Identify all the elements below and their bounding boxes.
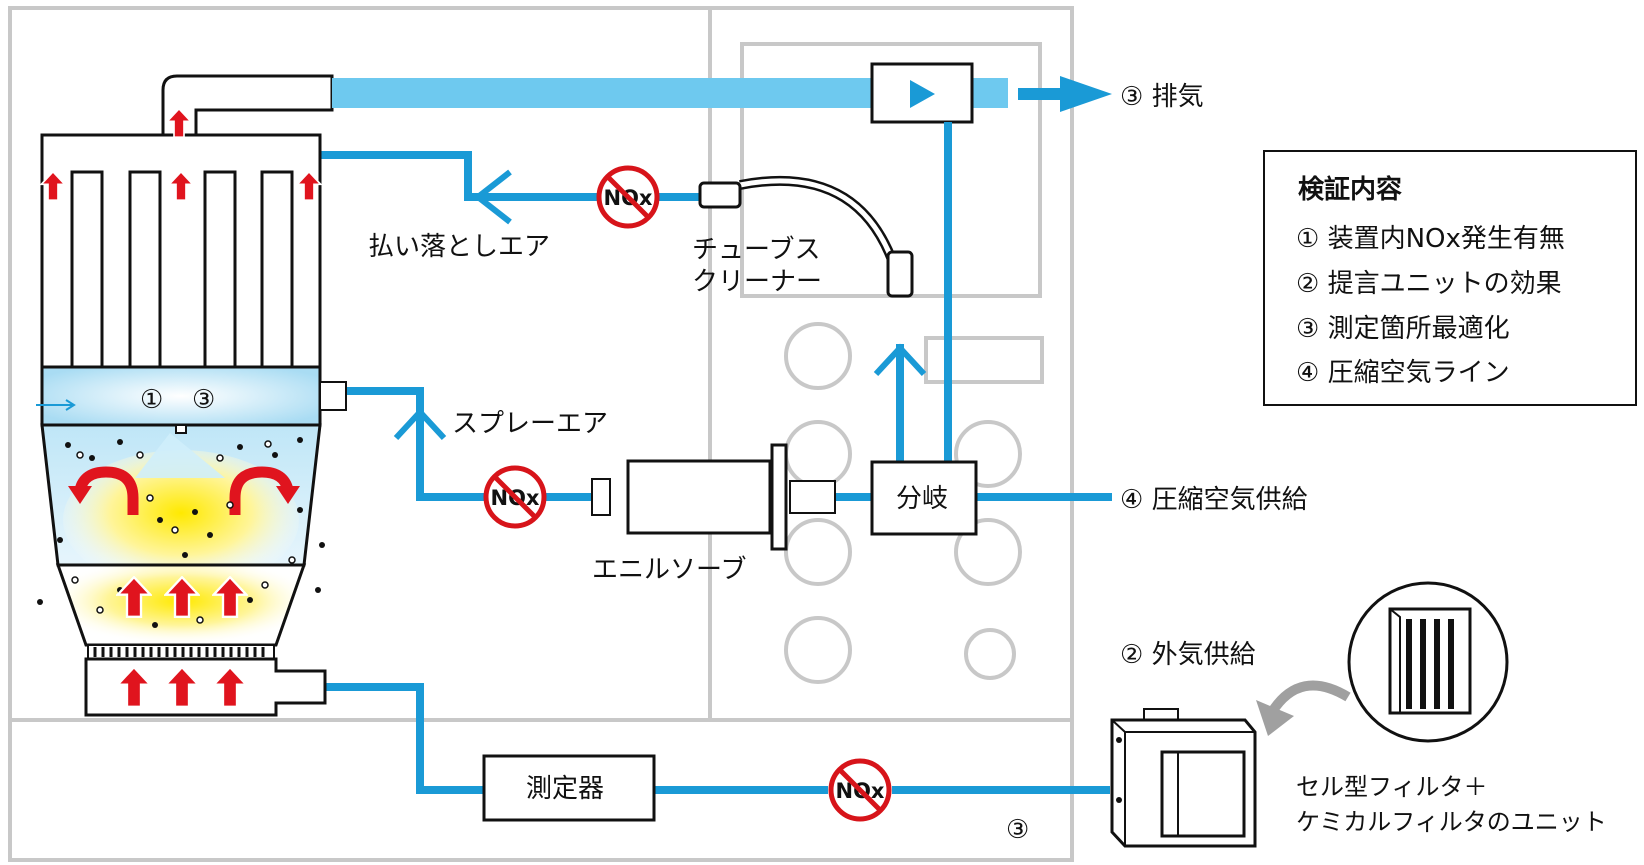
furnace-unit	[36, 108, 347, 717]
tube-cleaner-label-2: クリーナー	[692, 267, 822, 297]
filter-unit	[1110, 581, 1509, 848]
nox-prohibited-icon: NOx	[483, 465, 547, 529]
nox-prohibited-icon: NOx	[828, 758, 892, 822]
branch-box	[870, 460, 978, 536]
branch-label: 分岐	[896, 484, 948, 514]
measuring-device	[482, 754, 656, 822]
purge-air-label: 払い落としエア	[368, 232, 550, 262]
tube-cleaner-label-1: チューブス	[692, 235, 820, 265]
nox-prohibited-icon: NOx	[596, 165, 660, 229]
verification-panel: 検証内容 ① 装置内NOx発生有無 ② 提言ユニットの効果 ③ 測定箇所最適化 …	[1263, 150, 1637, 406]
verification-item-3: ③ 測定箇所最適化	[1296, 314, 1510, 344]
diagram-labels: ③ 排気 払い落としエア チューブス クリーナー スプレーエア エニルソーブ 分…	[140, 82, 1607, 845]
chamber-marker-3: ③	[192, 385, 215, 415]
verification-item-4: ④ 圧縮空気ライン	[1296, 358, 1510, 388]
piping	[320, 122, 1112, 794]
measuring-device-label: 測定器	[526, 774, 604, 804]
air-soap-device	[591, 443, 836, 551]
tube-cleaner-hose	[698, 175, 914, 298]
filter-unit-label-1: セル型フィルタ＋	[1296, 773, 1488, 801]
nox-prohibition-signs: NOxNOxNOx	[483, 165, 892, 822]
spray-air-label: スプレーエア	[452, 409, 608, 439]
flow-arrows	[393, 169, 927, 441]
marker-3-bottom: ③	[1006, 815, 1029, 845]
verification-item-2: ② 提言ユニットの効果	[1296, 269, 1562, 299]
exhaust-duct	[161, 62, 1112, 135]
air-soap-label: エニルソーブ	[592, 555, 746, 585]
compressed-air-supply-label: ④ 圧縮空気供給	[1120, 485, 1308, 515]
verification-title: 検証内容	[1298, 174, 1402, 205]
verification-item-1: ① 装置内NOx発生有無	[1296, 224, 1565, 254]
fan-play-icon	[910, 80, 935, 108]
exhaust-label: ③ 排気	[1120, 82, 1204, 112]
chamber-marker-1: ①	[140, 385, 163, 415]
filter-unit-label-2: ケミカルフィルタのユニット	[1296, 808, 1607, 836]
outside-air-supply-label: ② 外気供給	[1120, 640, 1256, 670]
